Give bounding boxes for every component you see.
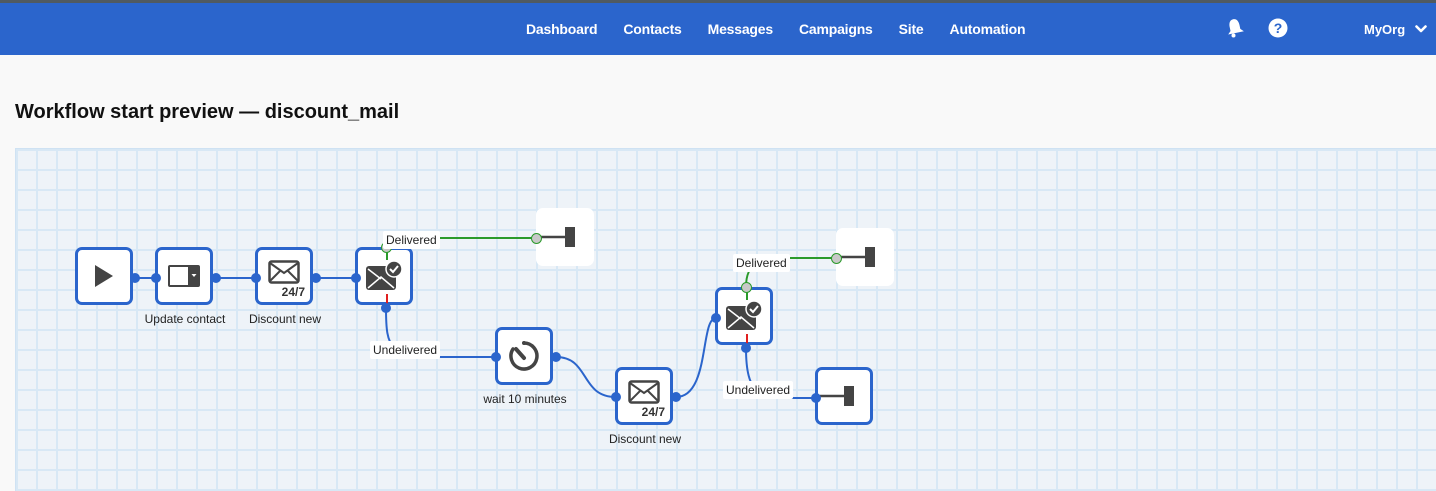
output-port[interactable] bbox=[130, 273, 140, 283]
discount-new-node-2[interactable]: 24/7 bbox=[615, 367, 673, 425]
output-port[interactable] bbox=[311, 273, 321, 283]
undelivered-port[interactable] bbox=[741, 343, 751, 353]
schedule-badge: 24/7 bbox=[641, 405, 665, 419]
nav-campaigns[interactable]: Campaigns bbox=[798, 21, 873, 37]
node-label-wait: wait 10 minutes bbox=[483, 392, 567, 406]
play-icon bbox=[95, 265, 113, 287]
org-name: MyOrg bbox=[1364, 21, 1406, 37]
end-node-3[interactable] bbox=[815, 367, 873, 425]
start-node[interactable] bbox=[75, 247, 133, 305]
bell-icon[interactable] bbox=[1224, 17, 1246, 39]
nav-automation[interactable]: Automation bbox=[949, 21, 1026, 37]
mail-check-icon bbox=[366, 260, 403, 290]
edge-label-undelivered-2: Undelivered bbox=[723, 381, 794, 399]
nav-site[interactable]: Site bbox=[898, 21, 924, 37]
end-icon bbox=[841, 247, 875, 267]
input-port[interactable] bbox=[611, 392, 621, 402]
edge-label-delivered-2: Delivered bbox=[733, 254, 790, 272]
mail-check-icon bbox=[726, 300, 763, 330]
org-menu[interactable]: MyOrg bbox=[1364, 3, 1427, 55]
input-port[interactable] bbox=[811, 393, 821, 403]
input-port[interactable] bbox=[351, 273, 361, 283]
help-icon[interactable]: ? bbox=[1267, 17, 1289, 39]
node-label-update-contact: Update contact bbox=[144, 312, 226, 326]
end-node-2[interactable] bbox=[836, 228, 894, 286]
svg-text:?: ? bbox=[1274, 20, 1283, 36]
output-port[interactable] bbox=[671, 392, 681, 402]
delivered-port[interactable] bbox=[741, 282, 752, 293]
node-label-discount-new-1: Discount new bbox=[248, 312, 322, 326]
window-top-border bbox=[0, 0, 1436, 3]
input-port[interactable] bbox=[711, 313, 721, 323]
discount-new-node-1[interactable]: 24/7 bbox=[255, 247, 313, 305]
end-icon bbox=[820, 386, 854, 406]
input-port[interactable] bbox=[531, 233, 542, 244]
top-navbar: Dashboard Contacts Messages Campaigns Si… bbox=[0, 3, 1436, 55]
input-port[interactable] bbox=[151, 273, 161, 283]
mail-icon bbox=[628, 380, 660, 404]
update-contact-icon bbox=[168, 265, 200, 287]
chevron-down-icon bbox=[1415, 25, 1427, 33]
nav-contacts[interactable]: Contacts bbox=[623, 21, 682, 37]
output-port[interactable] bbox=[551, 352, 561, 362]
schedule-badge: 24/7 bbox=[281, 285, 305, 299]
mail-icon bbox=[268, 260, 300, 284]
input-port[interactable] bbox=[491, 352, 501, 362]
edge-label-delivered-1: Delivered bbox=[383, 231, 440, 249]
nav-links: Dashboard Contacts Messages Campaigns Si… bbox=[526, 3, 1051, 55]
delivery-check-node-1[interactable] bbox=[355, 247, 413, 305]
output-port[interactable] bbox=[211, 273, 221, 283]
nav-messages[interactable]: Messages bbox=[707, 21, 774, 37]
node-label-discount-new-2: Discount new bbox=[608, 432, 682, 446]
input-port[interactable] bbox=[831, 253, 842, 264]
end-node-1[interactable] bbox=[536, 208, 594, 266]
wait-node[interactable] bbox=[495, 327, 553, 385]
page-title: Workflow start preview — discount_mail bbox=[15, 101, 400, 123]
timer-icon bbox=[509, 341, 539, 371]
delivery-check-node-2[interactable] bbox=[715, 287, 773, 345]
input-port[interactable] bbox=[251, 273, 261, 283]
undelivered-port[interactable] bbox=[381, 303, 391, 313]
edge-label-undelivered-1: Undelivered bbox=[370, 341, 441, 359]
nav-dashboard[interactable]: Dashboard bbox=[526, 21, 598, 37]
update-contact-node[interactable] bbox=[155, 247, 213, 305]
end-icon bbox=[541, 227, 575, 247]
